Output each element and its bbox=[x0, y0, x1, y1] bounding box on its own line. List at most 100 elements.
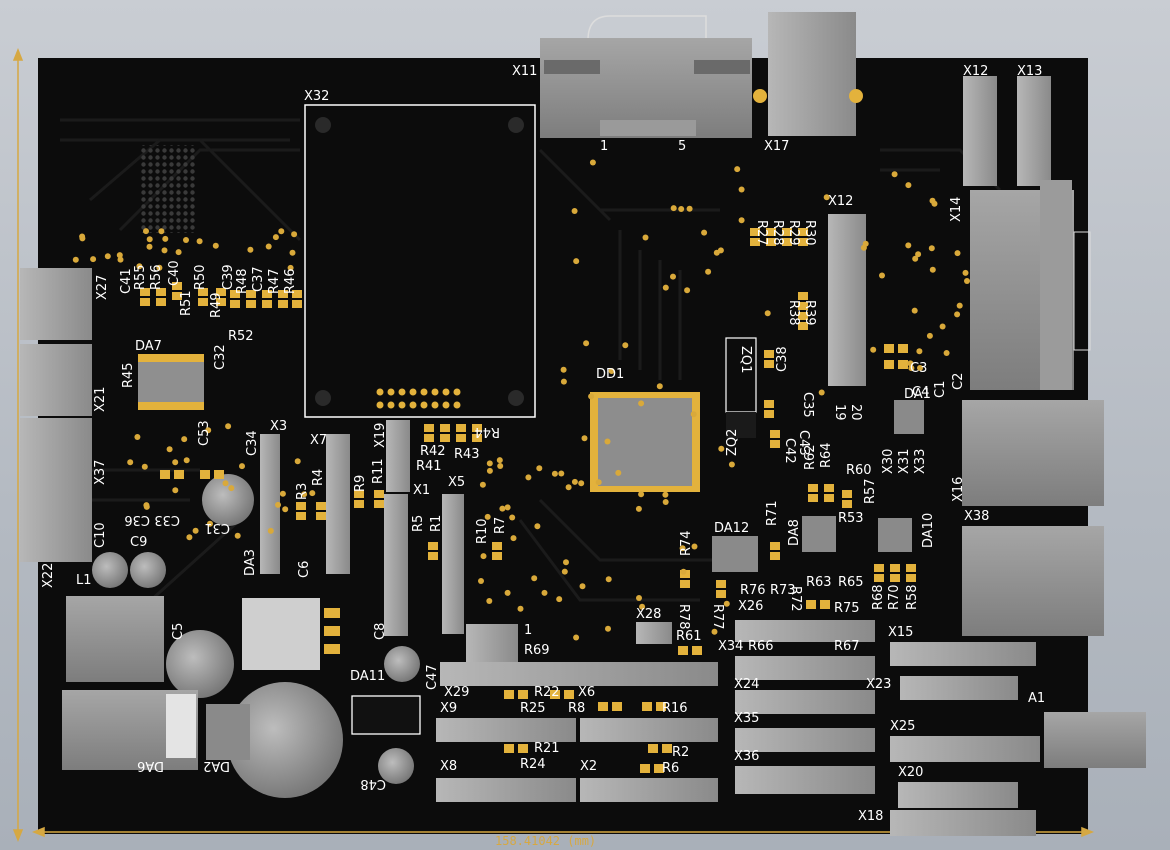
label-r45: R45 bbox=[121, 362, 136, 388]
via bbox=[517, 605, 524, 612]
smd-pad bbox=[906, 574, 916, 582]
label-x17: X17 bbox=[764, 139, 789, 154]
smd-pad bbox=[824, 494, 834, 502]
pin-pad bbox=[420, 388, 428, 396]
smd-pad bbox=[292, 300, 302, 308]
label-r3: R3 bbox=[295, 483, 310, 500]
via bbox=[578, 480, 585, 487]
capacitor-c48[interactable] bbox=[378, 748, 414, 784]
ic-da8[interactable] bbox=[802, 516, 836, 552]
module-x32[interactable] bbox=[304, 104, 536, 418]
via bbox=[234, 532, 241, 539]
pin-5a: 5 bbox=[678, 139, 686, 154]
via bbox=[571, 208, 578, 214]
capacitor-c47[interactable] bbox=[384, 646, 420, 682]
connector-x37[interactable] bbox=[20, 418, 92, 490]
label-da3: DA3 bbox=[243, 549, 258, 576]
ic-da11[interactable] bbox=[351, 695, 421, 735]
label-x33: X33 bbox=[913, 449, 928, 474]
ic-da1[interactable] bbox=[894, 400, 924, 434]
smd-pad bbox=[296, 512, 306, 520]
pin-pad bbox=[387, 401, 395, 409]
via bbox=[954, 250, 961, 257]
via bbox=[172, 487, 179, 494]
capacitor-c31[interactable] bbox=[202, 474, 254, 526]
smd-pad bbox=[518, 744, 528, 753]
ic-da12[interactable] bbox=[712, 536, 758, 572]
ic-da7[interactable] bbox=[138, 354, 204, 410]
label-da8: DA8 bbox=[787, 519, 802, 546]
connector-x12-top[interactable] bbox=[963, 76, 1051, 186]
via bbox=[560, 378, 567, 385]
label-r46: R46 bbox=[283, 268, 298, 294]
header-x3[interactable] bbox=[260, 434, 280, 574]
connector-a1[interactable] bbox=[1044, 712, 1146, 768]
capacitor-c10[interactable] bbox=[92, 552, 128, 588]
regulator-da2[interactable] bbox=[242, 598, 340, 670]
label-r72: R72 bbox=[788, 586, 803, 612]
via bbox=[662, 499, 669, 505]
pin-pad bbox=[398, 388, 406, 396]
via bbox=[870, 346, 877, 353]
smd-pad bbox=[518, 690, 528, 699]
diode-da6[interactable] bbox=[62, 690, 198, 770]
via bbox=[181, 436, 188, 443]
header-x5[interactable] bbox=[442, 494, 464, 634]
vias bbox=[72, 159, 970, 641]
label-pin20: 20 bbox=[848, 404, 863, 421]
inductor-l1[interactable] bbox=[66, 596, 164, 682]
smd-pad bbox=[472, 424, 482, 432]
via bbox=[662, 284, 669, 291]
label-c36: C36 bbox=[124, 512, 150, 527]
crystal-zq2[interactable] bbox=[726, 412, 756, 438]
capacitor-big[interactable] bbox=[206, 682, 343, 798]
via bbox=[738, 186, 745, 193]
bottom-headers[interactable] bbox=[436, 620, 1040, 836]
label-r29: R29 bbox=[786, 220, 801, 246]
smd-pad bbox=[140, 288, 150, 296]
via bbox=[275, 501, 281, 508]
mcu-dd1[interactable] bbox=[590, 392, 700, 492]
smd-pad bbox=[808, 484, 818, 492]
label-x32: X32 bbox=[304, 89, 329, 104]
via bbox=[931, 200, 938, 207]
connector-x16[interactable] bbox=[962, 400, 1104, 506]
label-x13: X13 bbox=[1017, 64, 1042, 79]
connector-x22[interactable] bbox=[20, 490, 92, 562]
connector-x27[interactable] bbox=[20, 268, 92, 340]
smd-pad bbox=[906, 564, 916, 572]
via bbox=[928, 245, 935, 252]
via bbox=[504, 589, 511, 596]
pin-1e: 1 bbox=[524, 623, 532, 638]
label-x14: X14 bbox=[949, 197, 964, 222]
connector-x11[interactable] bbox=[540, 15, 752, 138]
label-r47: R47 bbox=[267, 268, 282, 294]
connector-x14[interactable] bbox=[970, 180, 1091, 390]
connector-x38[interactable] bbox=[962, 526, 1104, 636]
via bbox=[205, 427, 212, 434]
label-c5: C5 bbox=[171, 623, 186, 640]
capacitor-c5[interactable] bbox=[166, 630, 234, 698]
label-r57: R57 bbox=[863, 478, 878, 504]
header-x19[interactable] bbox=[386, 420, 410, 492]
header-x12[interactable] bbox=[828, 214, 866, 386]
capacitor-c9[interactable] bbox=[130, 552, 166, 588]
smd-pad bbox=[492, 552, 502, 560]
label-r25: R25 bbox=[520, 701, 546, 716]
label-r27: R27 bbox=[754, 220, 769, 246]
smd-pad bbox=[770, 542, 780, 550]
via bbox=[622, 342, 629, 349]
via bbox=[161, 247, 168, 254]
header-x7[interactable] bbox=[326, 434, 350, 574]
connector-x21[interactable] bbox=[20, 344, 92, 416]
connector-x17[interactable] bbox=[753, 12, 863, 136]
ic-da10[interactable] bbox=[878, 518, 912, 552]
via bbox=[717, 247, 724, 254]
smd-pad bbox=[296, 502, 306, 510]
label-c41: C41 bbox=[119, 268, 134, 294]
label-r48: R48 bbox=[235, 268, 250, 294]
header-x1[interactable] bbox=[384, 494, 408, 636]
via bbox=[638, 400, 645, 407]
